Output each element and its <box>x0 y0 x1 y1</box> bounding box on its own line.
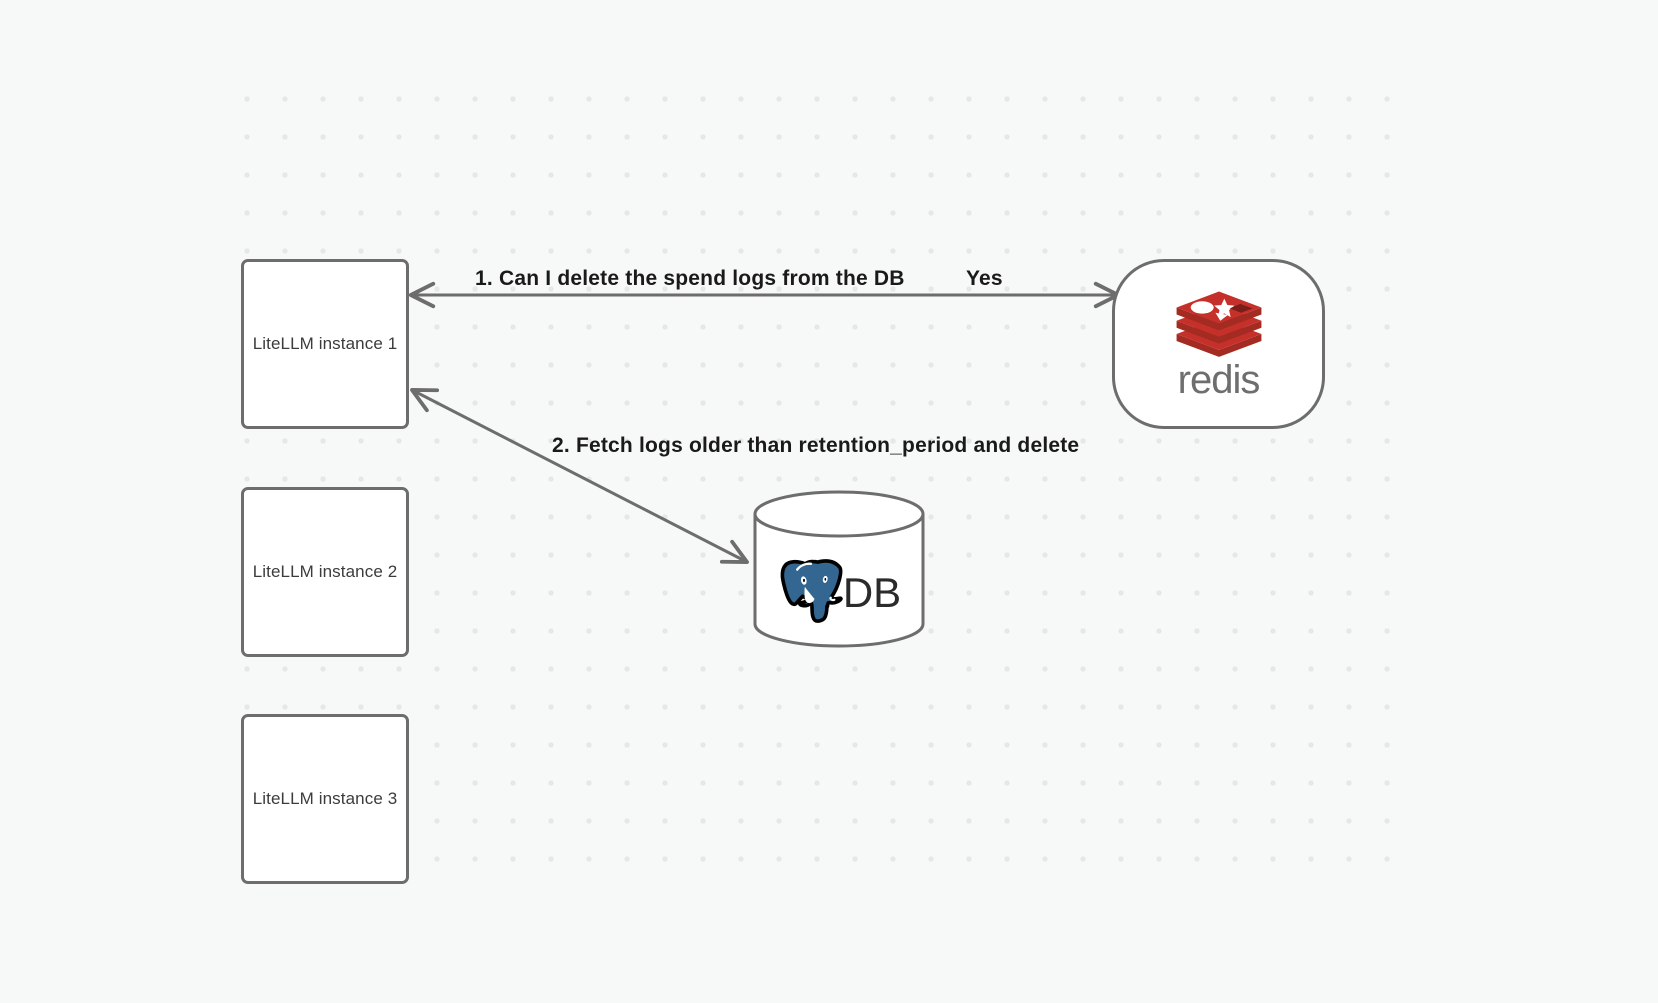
edge-label-fetch-delete: 2. Fetch logs older than retention_perio… <box>552 434 1080 457</box>
node-litellm-instance-1[interactable]: LiteLLM instance 1 <box>241 259 409 429</box>
edge-label-reply: Yes <box>966 267 1003 290</box>
node-litellm-instance-3-label: LiteLLM instance 3 <box>252 789 398 808</box>
node-litellm-instance-2[interactable]: LiteLLM instance 2 <box>241 487 409 657</box>
node-database[interactable]: DB <box>752 490 926 648</box>
node-litellm-instance-2-label: LiteLLM instance 2 <box>252 562 398 581</box>
node-litellm-instance-1-label: LiteLLM instance 1 <box>252 334 398 353</box>
redis-wordmark: redis <box>1177 358 1261 402</box>
edge-label-request: 1. Can I delete the spend logs from the … <box>475 267 905 290</box>
node-litellm-instance-3[interactable]: LiteLLM instance 3 <box>241 714 409 884</box>
redis-logo-icon: redis <box>1163 288 1275 400</box>
database-label: DB <box>842 569 902 616</box>
postgresql-elephant-icon <box>777 559 845 627</box>
edge-litellm1-db <box>410 388 749 564</box>
database-content: DB <box>752 538 926 648</box>
node-redis[interactable]: redis <box>1112 259 1325 429</box>
